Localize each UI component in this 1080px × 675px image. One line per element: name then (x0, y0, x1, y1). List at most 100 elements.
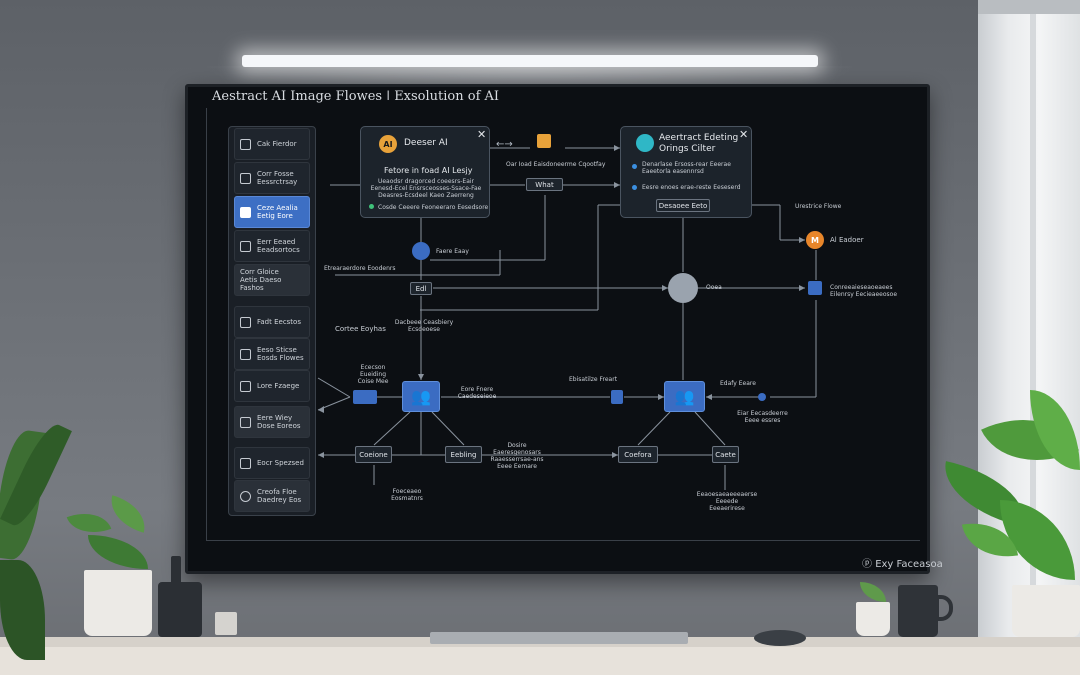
label-cortee: Cortee Eoyhas (335, 325, 386, 333)
ceiling-light-bar (242, 55, 818, 67)
small-cup (215, 612, 237, 635)
team-icon (668, 273, 698, 303)
ai-panel-body: Ueaodsr dragorced coeesrs-Eair Eenesd-Ec… (370, 178, 482, 199)
bottle (158, 582, 202, 637)
label-ai-eadoer: Al Eadoer (830, 236, 864, 244)
what-tag[interactable]: What (526, 178, 563, 191)
coefora-tag[interactable]: Coefora (618, 446, 658, 463)
label-right-flowe: Urestrice Flowe (795, 203, 842, 210)
mouse (754, 630, 806, 646)
sidebar-item-label: Eeso Sticse Eosds Flowes (257, 346, 304, 362)
sidebar-item-10[interactable]: Creofa Floe Daedrey Eos (234, 480, 310, 512)
close-icon[interactable]: ✕ (739, 128, 749, 141)
bullet-icon (632, 185, 637, 190)
team-node-left[interactable]: 👥 (402, 381, 440, 412)
footer-label: Exy Faceasoa (875, 559, 943, 570)
ai-panel-title: Deeser AI (404, 138, 448, 148)
desk-front (0, 647, 1080, 675)
team-node-right[interactable]: 👥 (664, 381, 705, 412)
book-icon (240, 316, 251, 328)
image-icon (240, 240, 251, 252)
sidebar-item-1[interactable]: Corr Fosse Eessrctrsay (234, 162, 310, 194)
sidebar-item-label: Ceze Aealia Eetig Eore (257, 204, 298, 220)
settings-icon (240, 380, 251, 392)
label-eceeon: Ececson Eueiding Coise Mee (357, 364, 389, 385)
user-icon (240, 416, 251, 428)
sidebar-item-8[interactable]: Eere Wiey Dose Eoreos (234, 406, 310, 438)
sidebar-item-label: Eere Wiey Dose Eoreos (257, 414, 301, 430)
sidebar-item-0[interactable]: Cak Fierdor (234, 128, 310, 160)
label-eore-fnere: Eore Fnere Caedeseieoe (457, 386, 497, 400)
edit-panel-title: Aeertract Edeting Orings Cilter (659, 133, 739, 154)
mug (898, 585, 938, 637)
edit-icon (240, 348, 251, 360)
label-eday: Edafy Eeare (720, 380, 756, 387)
sidebar-item-2[interactable]: Ceze Aealia Eetig Eore (234, 196, 310, 228)
sidebar-item-label: Eocr Spezsed (257, 459, 304, 467)
label-conreeas: Conreeaieseaoeaees Eilenrsy Eecieaeeosoe (830, 284, 898, 298)
plant-pot-left (84, 570, 152, 636)
bullet-icon (632, 164, 637, 169)
ai-panel-subtitle: Fetore in foad AI Lesjy (384, 166, 473, 175)
sidebar-item-label: Cak Fierdor (257, 140, 297, 148)
sidebar-item-label: Eerr Eeaed Eeadsortocs (257, 238, 300, 254)
label-top-mid: Oar Ioad Eaisdoneerme Cqootfay (506, 161, 606, 168)
circle-icon (240, 490, 251, 502)
mug-handle (935, 595, 953, 621)
edit-panel-line1: Denarlase Ersoss-rear Eeerae Eaeetorla e… (642, 161, 731, 175)
cube-icon (537, 134, 551, 148)
sidebar-item-label: Corr Fosse Eessrctrsay (257, 170, 298, 186)
edl-tag[interactable]: Edl (410, 282, 432, 295)
screen-title: Aestract AI Image Flowes ǀ Exsolution of… (212, 89, 500, 104)
plant-pot-right (1012, 585, 1080, 637)
close-icon[interactable]: ✕ (477, 128, 487, 141)
label-dosire: Dosire Eaeresgenosars Raaesserrsae-ans E… (490, 442, 544, 470)
label-ebisailze: Ebisatilze Freart (569, 376, 618, 383)
edit-panel-line2: Eesre enoes erae-reste Eeseserd (642, 184, 741, 191)
caete-tag[interactable]: Caete (712, 446, 739, 463)
document-icon (412, 242, 430, 260)
sidebar-item-4[interactable]: Corr Gloice Aetis Daeso Fashos (234, 264, 310, 296)
label-eiar: Eiar Eecasdeerre Eeee essres (737, 410, 788, 424)
people-icon: 👥 (674, 387, 695, 406)
sidebar-item-6[interactable]: Eeso Sticse Eosds Flowes (234, 338, 310, 370)
sidebar-item-label: Corr Gloice Aetis Daeso Fashos (240, 268, 282, 292)
window-frame (978, 0, 1080, 14)
save-icon (808, 281, 822, 295)
plant-pot-small (856, 602, 890, 636)
info-icon (240, 206, 251, 218)
window-mullion (1030, 14, 1036, 640)
small-node-left[interactable] (353, 390, 377, 404)
info-icon: ⓟ (862, 559, 876, 570)
edit-panel-button[interactable]: Desaoee Eeto (656, 199, 710, 212)
label-bottom-right: Eeaoesaeaeeeaerse Eeeede Eeeaerirese (696, 491, 758, 512)
label-dacbee: Dacbeee Ceasbiery Ecsdeoese (394, 319, 454, 333)
people-icon: 👥 (411, 387, 431, 406)
status-dot (369, 204, 374, 209)
coeione-tag[interactable]: Coeione (355, 446, 392, 463)
sidebar-item-label: Fadt Eecstos (257, 318, 301, 326)
sidebar-item-9[interactable]: Eocr Spezsed (234, 447, 310, 479)
teal-badge (636, 134, 654, 152)
image-icon (240, 457, 251, 469)
ai-badge: AI (379, 135, 397, 153)
sidebar-item-7[interactable]: Lore Fzaege (234, 370, 310, 402)
sidebar-item-label: Creofa Floe Daedrey Eos (257, 488, 302, 504)
bottle-neck (171, 556, 181, 584)
screen-footer: ⓟ Exy Faceasoa (862, 555, 943, 570)
ai-reader-icon: M (806, 231, 824, 249)
junction-dot (758, 393, 766, 401)
label-oaea: Ooea (706, 284, 722, 291)
sidebar-item-5[interactable]: Fadt Eecstos (234, 306, 310, 338)
diagram-frame (206, 108, 920, 541)
left-note: Etrearaerdore Eoodenrs (324, 265, 396, 272)
laptop (430, 632, 688, 644)
label-eosmatn: Foeceaeo Eosmatnrs (391, 488, 423, 502)
small-node-right[interactable] (611, 390, 623, 404)
edit-icon (240, 172, 251, 184)
sidebar-item-3[interactable]: Eerr Eeaed Eeadsortocs (234, 230, 310, 262)
sidebar-item-label: Lore Fzaege (257, 382, 300, 390)
eebling-tag[interactable]: Eebling (445, 446, 482, 463)
bidirectional-arrow-icon: ←→ (496, 139, 513, 150)
